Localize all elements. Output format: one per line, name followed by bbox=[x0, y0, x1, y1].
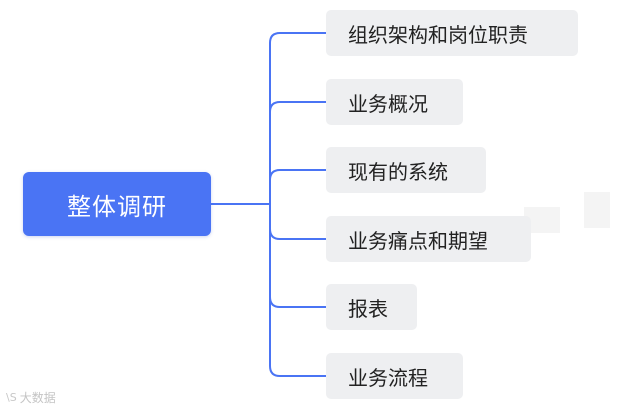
child-node-label: 现有的系统 bbox=[348, 159, 448, 184]
child-node-existing-systems[interactable]: 现有的系统 bbox=[326, 147, 486, 193]
child-node-label: 组织架构和岗位职责 bbox=[348, 22, 528, 47]
watermark: \S 大数据 bbox=[6, 389, 56, 406]
watermark-text: 大数据 bbox=[19, 391, 56, 405]
branch-connector-line-0 bbox=[269, 32, 326, 44]
child-node-label: 业务概况 bbox=[348, 91, 428, 116]
child-node-org-structure[interactable]: 组织架构和岗位职责 bbox=[326, 10, 578, 56]
child-node-business-overview[interactable]: 业务概况 bbox=[326, 79, 463, 125]
branch-connector-line-3 bbox=[269, 228, 326, 240]
branch-connector-line-4 bbox=[269, 296, 326, 308]
root-node-overall-research[interactable]: 整体调研 bbox=[23, 172, 211, 236]
child-node-pain-points-expectations[interactable]: 业务痛点和期望 bbox=[326, 216, 531, 262]
child-node-label: 业务流程 bbox=[348, 365, 428, 390]
branch-connector-line-1 bbox=[269, 101, 326, 113]
child-node-label: 业务痛点和期望 bbox=[348, 228, 488, 253]
child-node-reports[interactable]: 报表 bbox=[326, 284, 417, 330]
branch-connector-line-2 bbox=[269, 169, 326, 181]
watermark-logo-icon: \S bbox=[6, 391, 17, 404]
root-node-label: 整体调研 bbox=[67, 192, 167, 221]
child-node-business-process[interactable]: 业务流程 bbox=[326, 353, 463, 399]
background-decoration bbox=[584, 192, 610, 228]
child-node-label: 报表 bbox=[348, 296, 388, 321]
branch-connector-line-5 bbox=[269, 365, 326, 377]
